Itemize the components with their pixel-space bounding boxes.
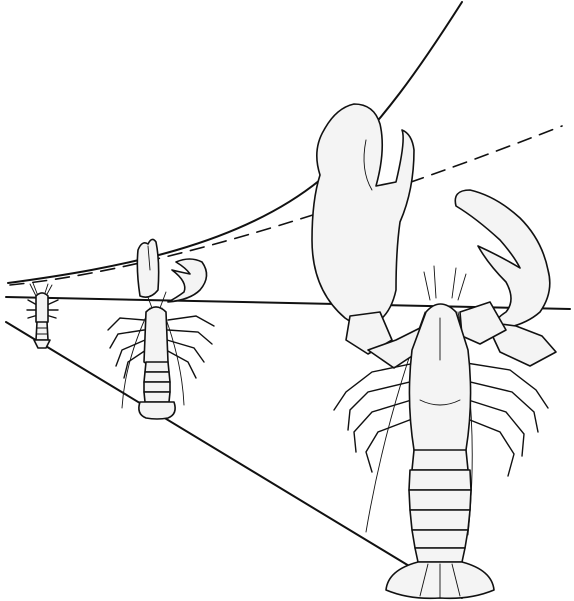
medium-carapace (144, 307, 168, 367)
large-crayfish (312, 104, 556, 598)
medium-right-claw (168, 259, 207, 302)
guide-lines (6, 2, 570, 598)
large-left-claw (312, 104, 414, 326)
medium-tail-fan (139, 402, 175, 419)
